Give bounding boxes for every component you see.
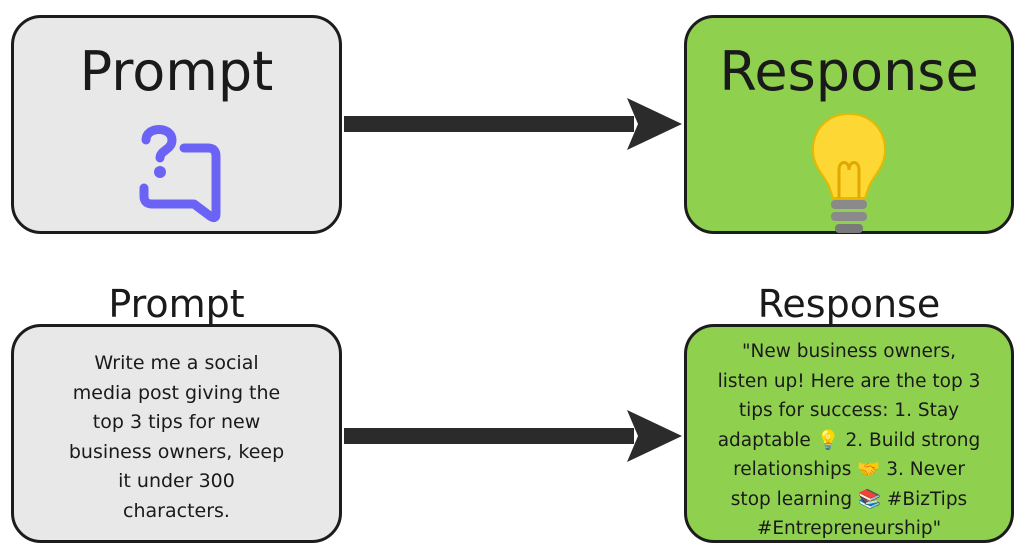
top-arrow bbox=[344, 98, 682, 150]
response-text: "New business owners, listen up! Here ar… bbox=[717, 341, 981, 539]
prompt-label: Prompt bbox=[108, 282, 245, 326]
bottom-response-box: "New business owners, listen up! Here ar… bbox=[684, 324, 1014, 543]
top-response-box: Response bbox=[684, 15, 1014, 234]
top-response-title: Response bbox=[719, 40, 979, 103]
bottom-prompt-box: Write me a social media post giving the … bbox=[11, 324, 342, 543]
question-chat-icon bbox=[139, 125, 220, 223]
bottom-arrow bbox=[344, 410, 682, 462]
lightbulb-icon bbox=[811, 112, 887, 233]
top-prompt-title: Prompt bbox=[79, 40, 274, 103]
response-label: Response bbox=[757, 282, 941, 326]
prompt-text: Write me a social media post giving the … bbox=[68, 352, 285, 522]
top-prompt-box: Prompt bbox=[11, 15, 342, 234]
